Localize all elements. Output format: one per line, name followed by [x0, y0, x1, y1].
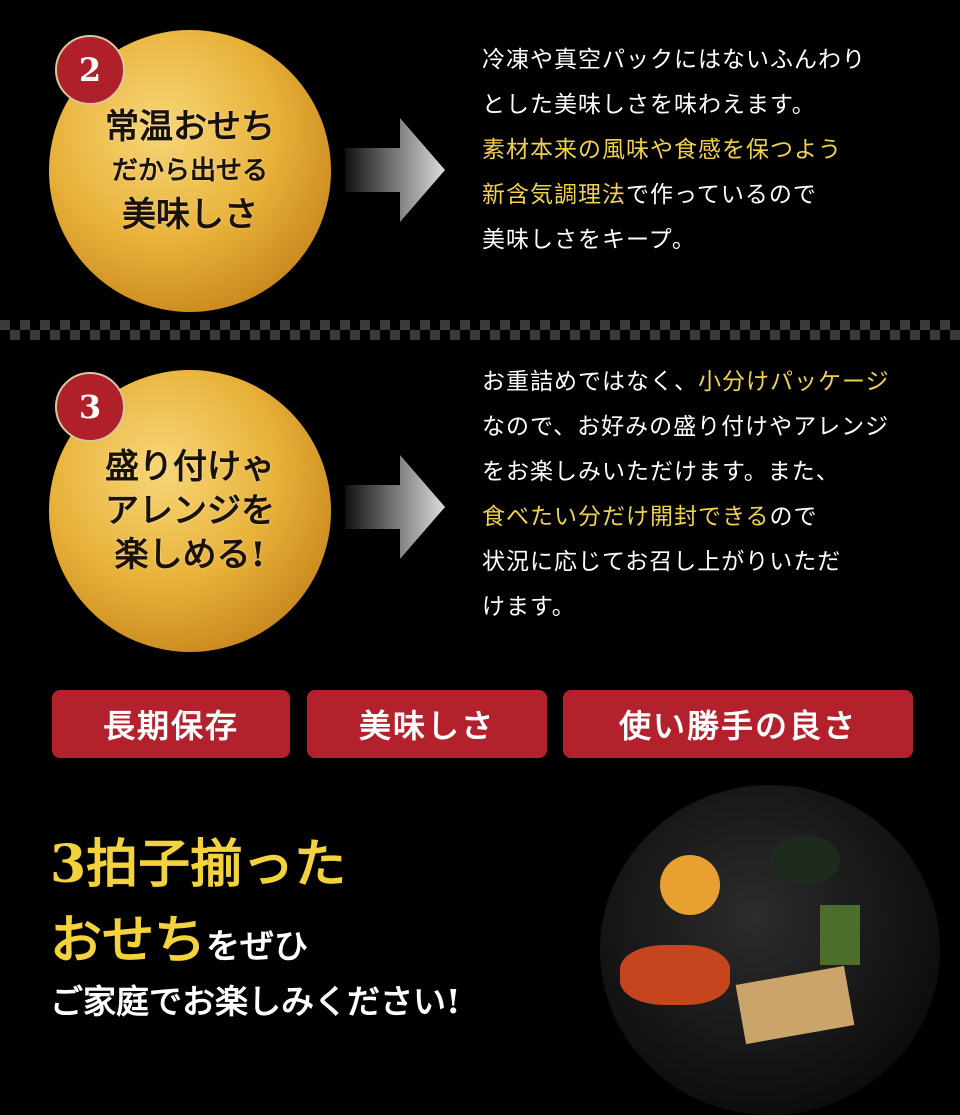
closing-line-2: おせちをぜひ	[50, 898, 308, 973]
circle-line: 美味しさ	[122, 195, 258, 235]
circle-line: だから出せる	[111, 156, 268, 186]
closing-line-1: 3拍子揃った	[50, 834, 347, 895]
description-line: とした美味しさを味わえます。	[482, 83, 866, 128]
tag-long-storage: 長期保存	[52, 690, 290, 758]
text: けます。	[482, 594, 576, 620]
description-line: 食べたい分だけ開封できるので	[482, 495, 890, 540]
feature-description: お重詰めではなく、小分けパッケージなので、お好みの盛り付けやアレンジをお楽しみい…	[482, 360, 890, 630]
closing-line-3: ご家庭でお楽しみください!	[50, 982, 461, 1021]
osechi-plate-image	[600, 785, 940, 1115]
tag-taste: 美味しさ	[307, 690, 547, 758]
description-line: 状況に応じてお召し上がりいただ	[482, 540, 890, 585]
text: とした美味しさを味わえます。	[482, 92, 816, 118]
description-line: なので、お好みの盛り付けやアレンジ	[482, 405, 890, 450]
text: で作っているので	[626, 182, 817, 208]
highlight-text: 素材本来の風味や食感を保つよう	[482, 137, 842, 163]
closing-highlight: おせち	[50, 910, 207, 971]
text: なので、お好みの盛り付けやアレンジ	[482, 414, 890, 440]
description-line: けます。	[482, 585, 890, 630]
tag-usability: 使い勝手の良さ	[563, 690, 913, 758]
arrow-right-icon	[345, 118, 445, 222]
number-badge: 2	[55, 35, 125, 105]
description-line: 冷凍や真空パックにはないふんわり	[482, 38, 866, 83]
highlight-text: 食べたい分だけ開封できる	[482, 504, 770, 530]
description-line: をお楽しみいただけます。また、	[482, 450, 890, 495]
description-line: 美味しさをキープ。	[482, 218, 866, 263]
closing-text: をぜひ	[206, 927, 309, 967]
circle-line: 常温おせち	[105, 107, 275, 147]
circle-line: アレンジを	[105, 491, 275, 531]
number-badge: 3	[55, 372, 125, 442]
circle-line: 盛り付けゃ	[105, 447, 275, 487]
arrow-right-icon	[345, 455, 445, 559]
text: お重詰めではなく、	[482, 369, 698, 395]
feature-description: 冷凍や真空パックにはないふんわりとした美味しさを味わえます。素材本来の風味や食感…	[482, 38, 866, 263]
highlight-text: 小分けパッケージ	[698, 369, 890, 395]
text: 美味しさをキープ。	[482, 227, 696, 253]
circle-line: 楽しめる!	[114, 535, 266, 575]
text: 冷凍や真空パックにはないふんわり	[482, 47, 866, 73]
description-line: 新含気調理法で作っているので	[482, 173, 866, 218]
highlight-text: 新含気調理法	[482, 182, 626, 208]
description-line: お重詰めではなく、小分けパッケージ	[482, 360, 890, 405]
feature-circle: 常温おせち だから出せる 美味しさ	[49, 30, 331, 312]
text: をお楽しみいただけます。また、	[482, 459, 840, 485]
text: ので	[769, 504, 818, 530]
description-line: 素材本来の風味や食感を保つよう	[482, 128, 866, 173]
checker-divider	[0, 320, 960, 340]
text: 状況に応じてお召し上がりいただ	[482, 549, 842, 575]
